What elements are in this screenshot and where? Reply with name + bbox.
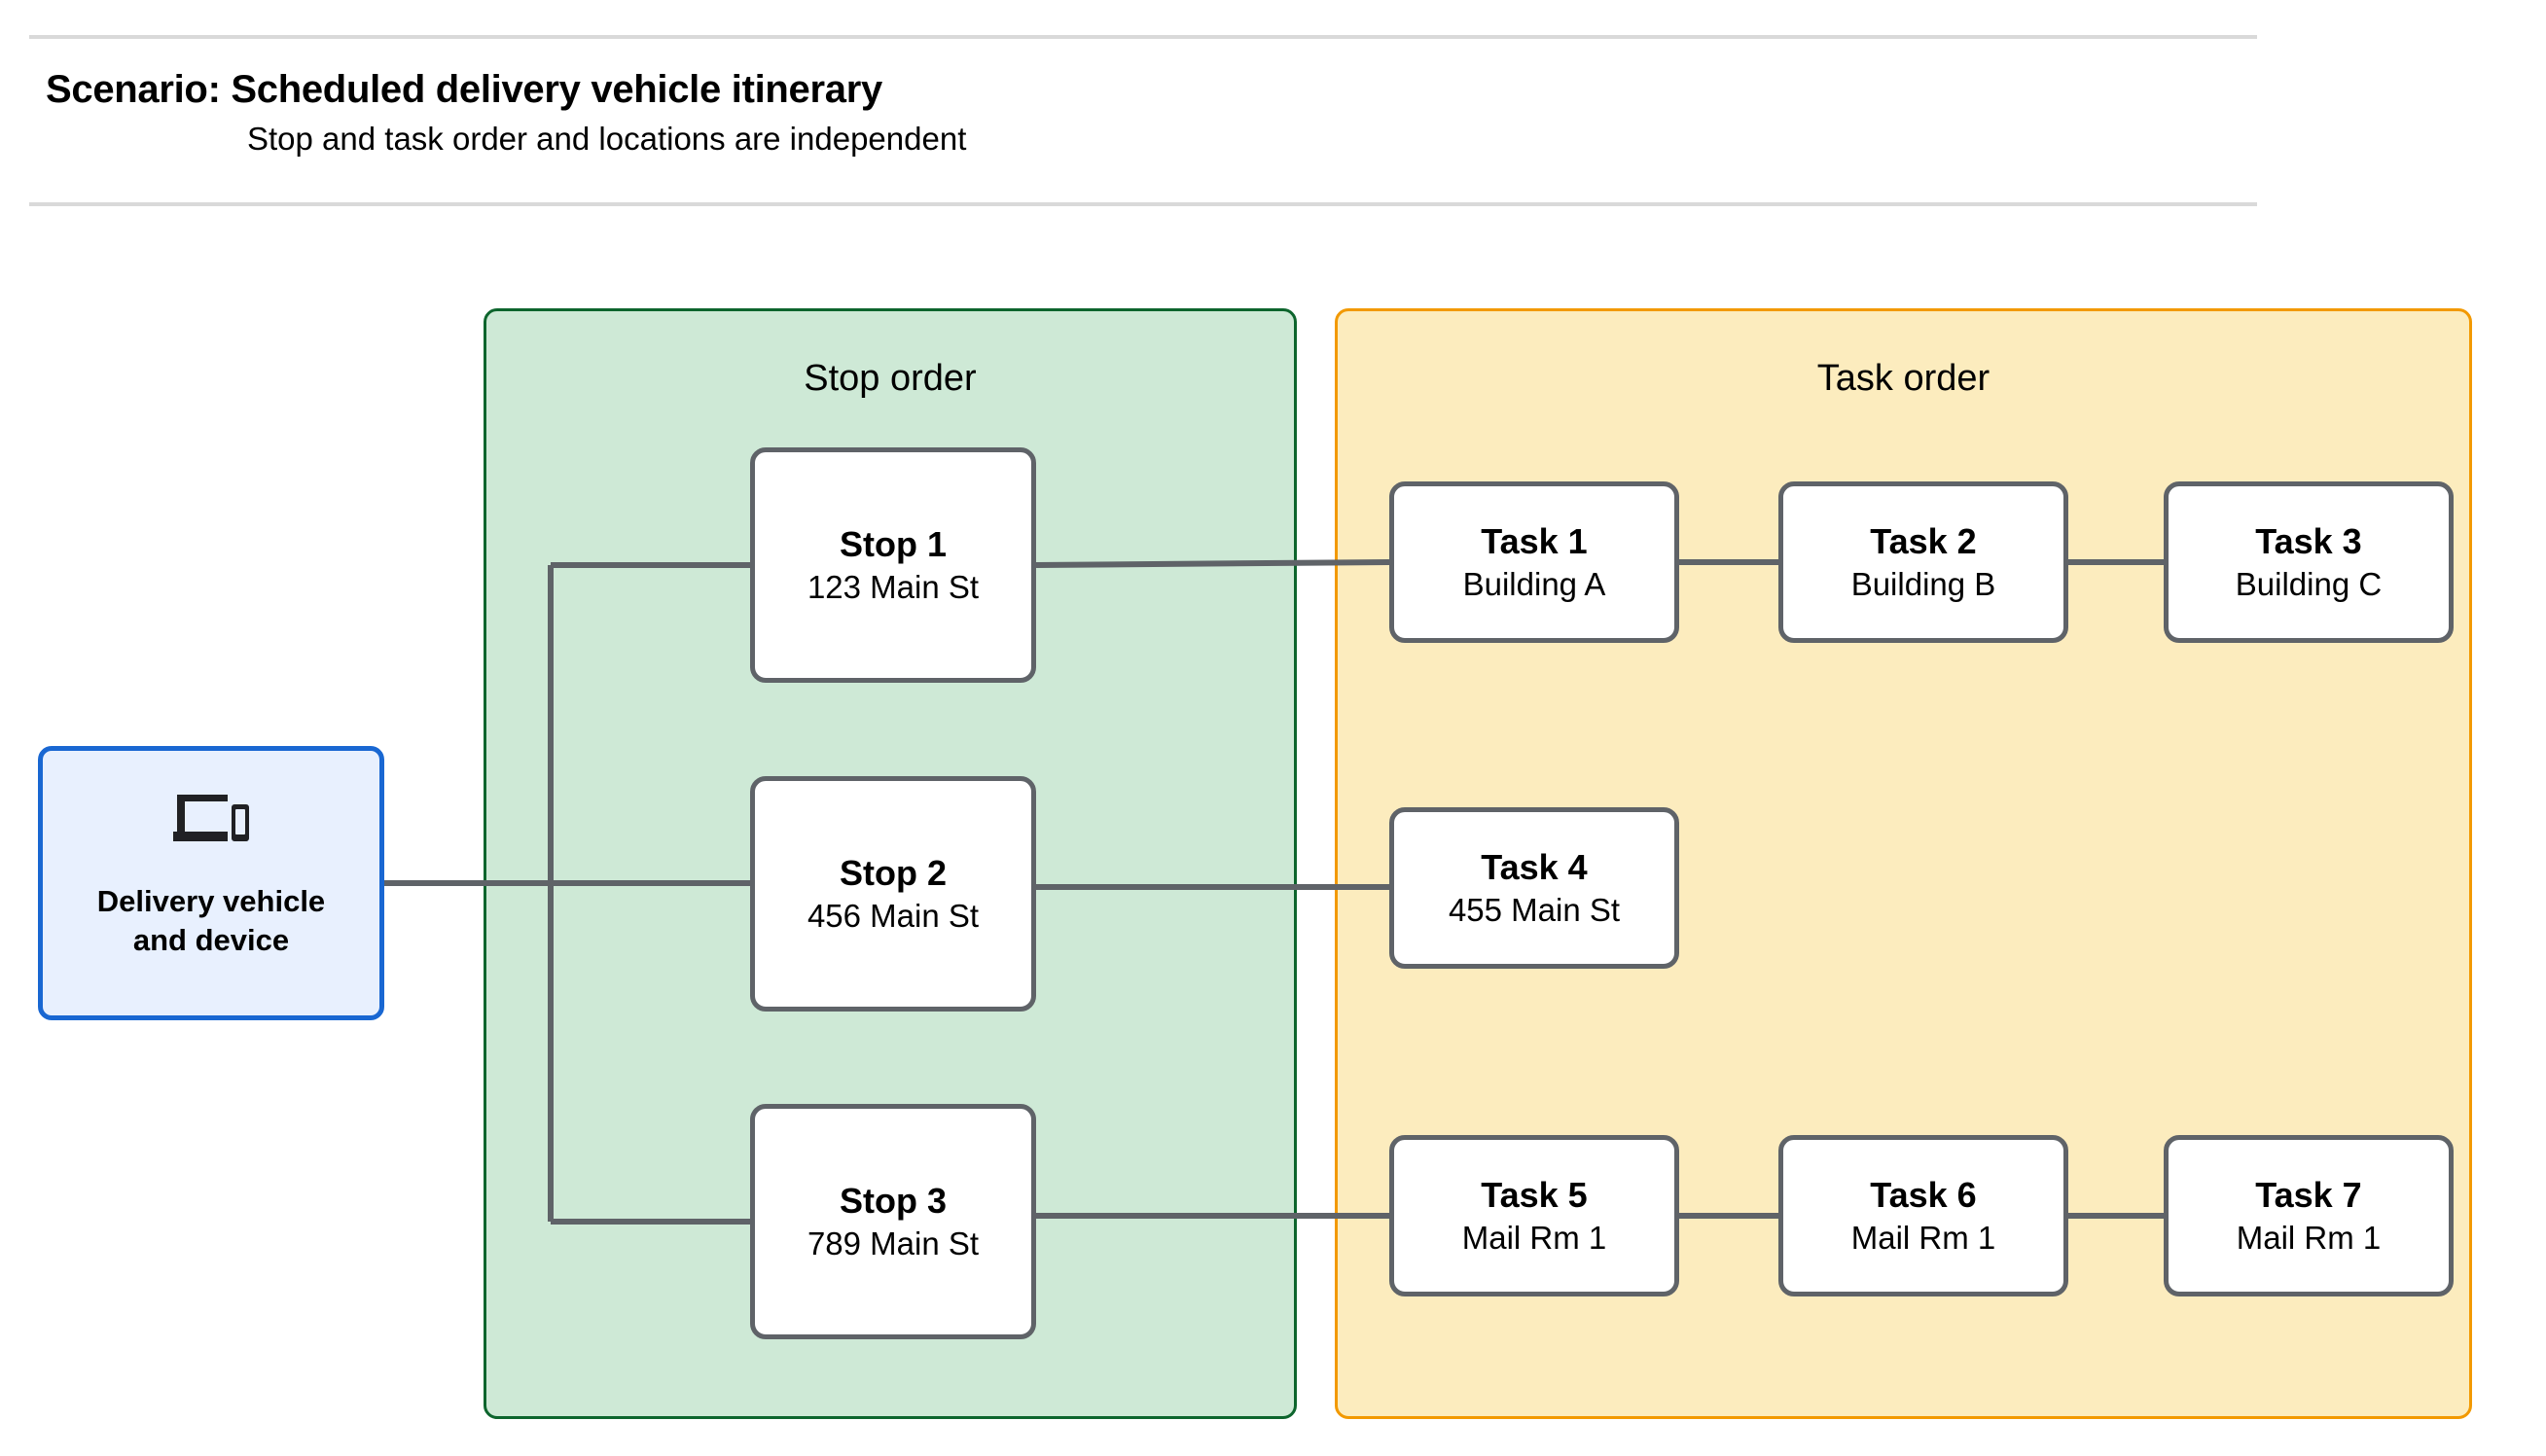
task-node-title: Task 2 — [1870, 520, 1977, 561]
task-node-location: Mail Rm 1 — [1850, 1219, 1996, 1256]
task-node-7[interactable]: Task 7 Mail Rm 1 — [2164, 1135, 2454, 1296]
header-divider-bottom — [29, 202, 2257, 206]
task-node-location: Building C — [2235, 565, 2383, 602]
page-subtitle: Stop and task order and locations are in… — [247, 121, 967, 157]
task-node-4[interactable]: Task 4 455 Main St — [1389, 807, 1679, 969]
task-node-location: Building A — [1462, 565, 1606, 602]
delivery-vehicle-and-device-label: Delivery vehicle and device — [96, 883, 326, 957]
task-node-5[interactable]: Task 5 Mail Rm 1 — [1389, 1135, 1679, 1296]
task-node-title: Task 6 — [1870, 1174, 1977, 1215]
task-node-1[interactable]: Task 1 Building A — [1389, 481, 1679, 643]
task-node-title: Task 4 — [1481, 846, 1588, 887]
stop-node-address: 456 Main St — [807, 897, 980, 934]
task-node-title: Task 5 — [1481, 1174, 1588, 1215]
stop-node-3[interactable]: Stop 3 789 Main St — [750, 1104, 1036, 1339]
task-node-location: Mail Rm 1 — [2236, 1219, 2382, 1256]
task-node-location: Building B — [1850, 565, 1996, 602]
stop-node-title: Stop 1 — [839, 523, 947, 564]
task-node-2[interactable]: Task 2 Building B — [1778, 481, 2068, 643]
stop-node-address: 123 Main St — [807, 568, 980, 605]
devices-icon — [171, 789, 251, 849]
task-node-title: Task 3 — [2255, 520, 2362, 561]
delivery-vehicle-and-device-card[interactable]: Delivery vehicle and device — [38, 746, 384, 1020]
stop-node-2[interactable]: Stop 2 456 Main St — [750, 776, 1036, 1012]
stop-node-1[interactable]: Stop 1 123 Main St — [750, 447, 1036, 683]
page-title: Scenario: Scheduled delivery vehicle iti… — [46, 68, 882, 111]
task-node-location: 455 Main St — [1448, 891, 1621, 928]
task-node-title: Task 7 — [2255, 1174, 2362, 1215]
task-node-title: Task 1 — [1481, 520, 1588, 561]
stop-node-title: Stop 2 — [839, 852, 947, 893]
task-node-3[interactable]: Task 3 Building C — [2164, 481, 2454, 643]
task-node-location: Mail Rm 1 — [1461, 1219, 1607, 1256]
stop-order-group-title: Stop order — [804, 358, 977, 399]
header-divider-top — [29, 35, 2257, 39]
task-node-6[interactable]: Task 6 Mail Rm 1 — [1778, 1135, 2068, 1296]
stop-node-address: 789 Main St — [807, 1225, 980, 1261]
task-order-group-title: Task order — [1816, 358, 1990, 399]
stop-node-title: Stop 3 — [839, 1180, 947, 1221]
